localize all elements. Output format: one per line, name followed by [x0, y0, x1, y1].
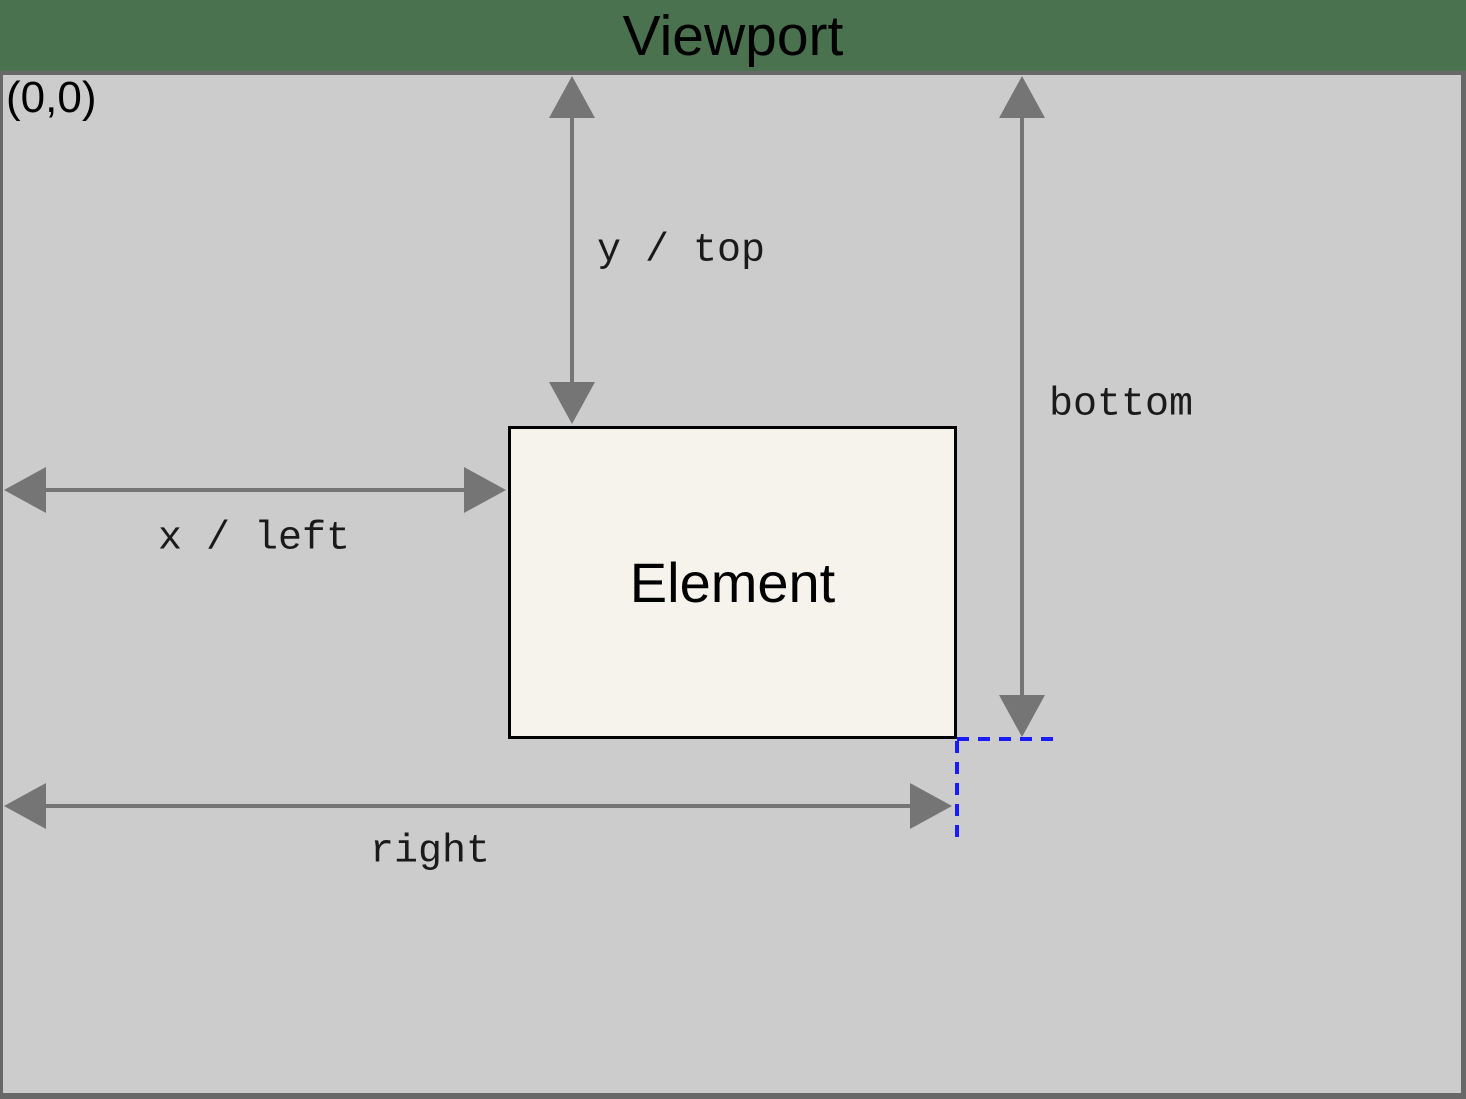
top-label: y / top: [596, 228, 766, 274]
viewport-title: Viewport: [622, 3, 844, 68]
element-label: Element: [629, 551, 836, 614]
title-bar: Viewport: [0, 0, 1466, 71]
left-label: x / left: [157, 516, 351, 562]
right-label: right: [369, 829, 491, 875]
bottom-label: bottom: [1048, 382, 1194, 428]
origin-label: (0,0): [6, 73, 97, 122]
element-box: Element: [508, 426, 957, 739]
